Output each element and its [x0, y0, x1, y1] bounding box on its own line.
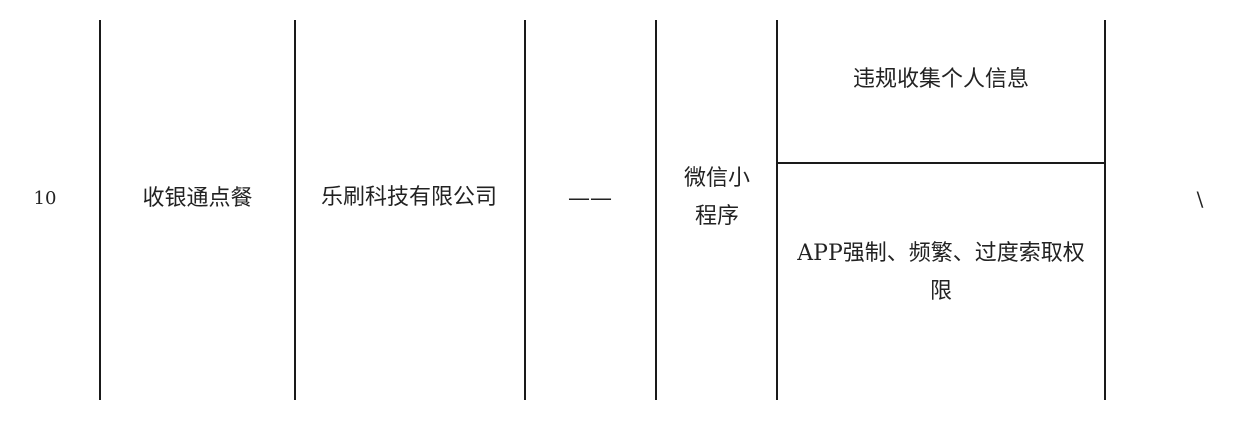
company-cell: 乐刷科技有限公司: [306, 150, 512, 246]
version-text: ——: [568, 186, 612, 211]
issue-text: 违规收集个人信息: [852, 67, 1029, 92]
app-name-cell: 收银通点餐: [110, 170, 285, 228]
column-divider: [99, 20, 101, 400]
issue-cell-2: APP强制、频繁、过度索取权限: [778, 228, 1104, 318]
platform-text: 微信小程序: [683, 166, 750, 229]
row-number-text: 10: [33, 188, 57, 209]
version-cell: ——: [536, 170, 644, 228]
row-number: 10: [10, 170, 80, 228]
column-divider: [294, 20, 296, 400]
remark-cell: \: [1160, 170, 1240, 228]
remark-text: \: [1196, 187, 1204, 211]
issue-cell-1: 违规收集个人信息: [778, 55, 1104, 105]
column-divider: [524, 20, 526, 400]
issue-text: APP强制、频繁、过度索取权限: [797, 241, 1085, 304]
app-name: 收银通点餐: [142, 186, 253, 211]
column-divider: [655, 20, 657, 400]
column-divider: [1104, 20, 1106, 400]
platform-cell: 微信小程序: [668, 150, 766, 246]
column-divider: [776, 20, 778, 400]
company-name: 乐刷科技有限公司: [320, 185, 497, 210]
row-divider: [776, 162, 1106, 164]
